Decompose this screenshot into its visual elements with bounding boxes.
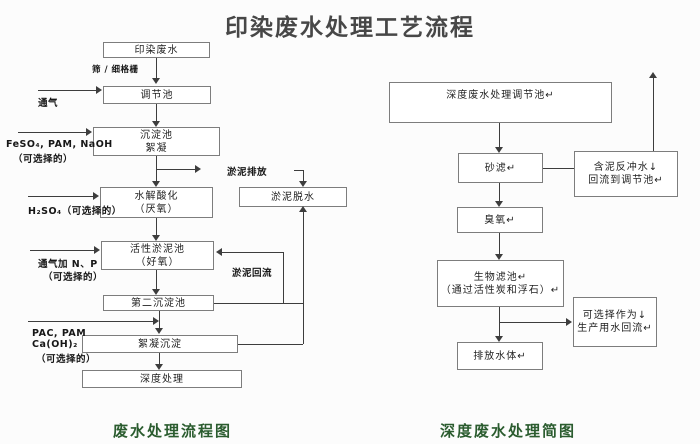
flow-line <box>156 58 157 79</box>
sludge-discharge-line <box>303 170 304 181</box>
flow-line <box>159 311 160 328</box>
arrow-down-icon <box>495 147 503 153</box>
arrow-right-icon <box>195 165 201 173</box>
arrow-up-icon <box>649 72 657 78</box>
flow-line <box>159 353 160 364</box>
backwash-return-line <box>653 78 654 151</box>
arrow-down-icon <box>152 235 160 241</box>
label-np-optional: （可选择的） <box>43 272 104 283</box>
node-sand-filter: 砂滤↵ <box>458 153 543 183</box>
arrow-down-icon <box>152 121 160 127</box>
right-caption: 深度废水处理简图 <box>440 422 577 440</box>
label-aeration: 通气 <box>38 98 59 109</box>
node-dyeing-wastewater: 印染废水 <box>103 42 210 58</box>
label-h2so4-optional: H₂SO₄（可选择的） <box>28 206 122 217</box>
flow-line <box>499 123 500 147</box>
sludge-line <box>214 303 303 304</box>
arrow-down-icon <box>299 181 307 187</box>
label-sludge-return: 淤泥回流 <box>232 268 273 279</box>
flow-line <box>28 321 153 322</box>
arrow-down-icon <box>155 364 163 370</box>
flow-line <box>30 250 94 251</box>
flow-line <box>499 233 500 254</box>
sludge-return-line <box>222 252 283 253</box>
sludge-riser-line <box>303 212 304 344</box>
node-advanced-treatment: 深度处理 <box>82 370 242 388</box>
reuse-branch-line <box>500 322 566 323</box>
label-caoh2: Ca(OH)₂ <box>32 339 78 350</box>
node-discharge-water-body: 排放水体↵ <box>457 342 543 370</box>
flow-line <box>499 183 500 201</box>
sludge-discharge-line <box>294 170 304 171</box>
node-sedimentation-tank: 沉淀池 絮凝 <box>93 127 220 156</box>
flow-line <box>28 196 93 197</box>
node-regulating-tank: 调节池 <box>103 86 211 104</box>
sludge-line <box>238 344 303 345</box>
left-caption: 废水处理流程图 <box>113 422 233 440</box>
flow-line <box>156 218 157 235</box>
arrow-right-icon <box>96 86 102 94</box>
label-pac-pam: PAC, PAM <box>32 328 87 339</box>
label-fine-screen: 筛 / 细格栅 <box>92 65 139 75</box>
backwash-link-line <box>543 168 574 169</box>
arrow-down-icon <box>152 78 160 84</box>
flow-line <box>499 307 500 336</box>
node-coagulation-sedimentation: 絮凝沉淀 <box>82 335 238 353</box>
arrow-down-icon <box>152 289 160 295</box>
flow-line <box>156 104 157 121</box>
arrow-up-icon <box>299 206 307 212</box>
sludge-return-line <box>283 252 284 303</box>
arrow-right-icon <box>93 192 99 200</box>
arrow-right-icon <box>153 317 159 325</box>
node-activated-sludge-tank: 活性淤泥池 （好氧） <box>101 241 214 270</box>
flow-line <box>38 90 96 91</box>
label-feso4-optional: （可选择的） <box>13 154 74 165</box>
label-feso4-pam-naoh: FeSO₄, PAM, NaOH <box>6 139 113 150</box>
node-biofilter: 生物滤池↵ （通过活性炭和浮石）↵ <box>437 260 564 307</box>
arrow-down-icon <box>495 254 503 260</box>
label-aeration-n-p: 通气加 N、P <box>38 259 98 270</box>
arrow-down-icon <box>152 181 160 187</box>
arrow-down-icon <box>495 336 503 342</box>
node-hydrolysis-acidification: 水解酸化 （厌氧） <box>100 187 213 218</box>
arrow-left-icon <box>216 248 222 256</box>
arrow-down-icon <box>155 328 163 334</box>
node-production-water-reuse: 可选择作为↓ 生产用水回流↵ <box>573 297 657 347</box>
label-sludge-discharge: 淤泥排放 <box>227 167 268 178</box>
node-ozone: 臭氧↵ <box>457 207 543 233</box>
node-secondary-clarifier: 第二沉淀池 <box>103 295 214 311</box>
label-pac-optional: （可选择的） <box>36 354 97 365</box>
arrow-right-icon <box>86 128 92 136</box>
page-title: 印染废水处理工艺流程 <box>225 15 475 41</box>
arrow-down-icon <box>495 201 503 207</box>
arrow-right-icon <box>566 318 572 326</box>
flow-line <box>157 169 195 170</box>
node-sludge-dewatering: 淤泥脱水 <box>239 187 347 207</box>
node-advanced-regulating-tank: 深度废水处理调节池↵ <box>389 82 612 123</box>
flow-line <box>18 132 86 133</box>
arrow-right-icon <box>94 246 100 254</box>
flow-line <box>156 270 157 289</box>
flow-line <box>156 156 157 181</box>
node-backwash-return: 含泥反冲水↓ 回流到调节池↵ <box>574 151 678 197</box>
